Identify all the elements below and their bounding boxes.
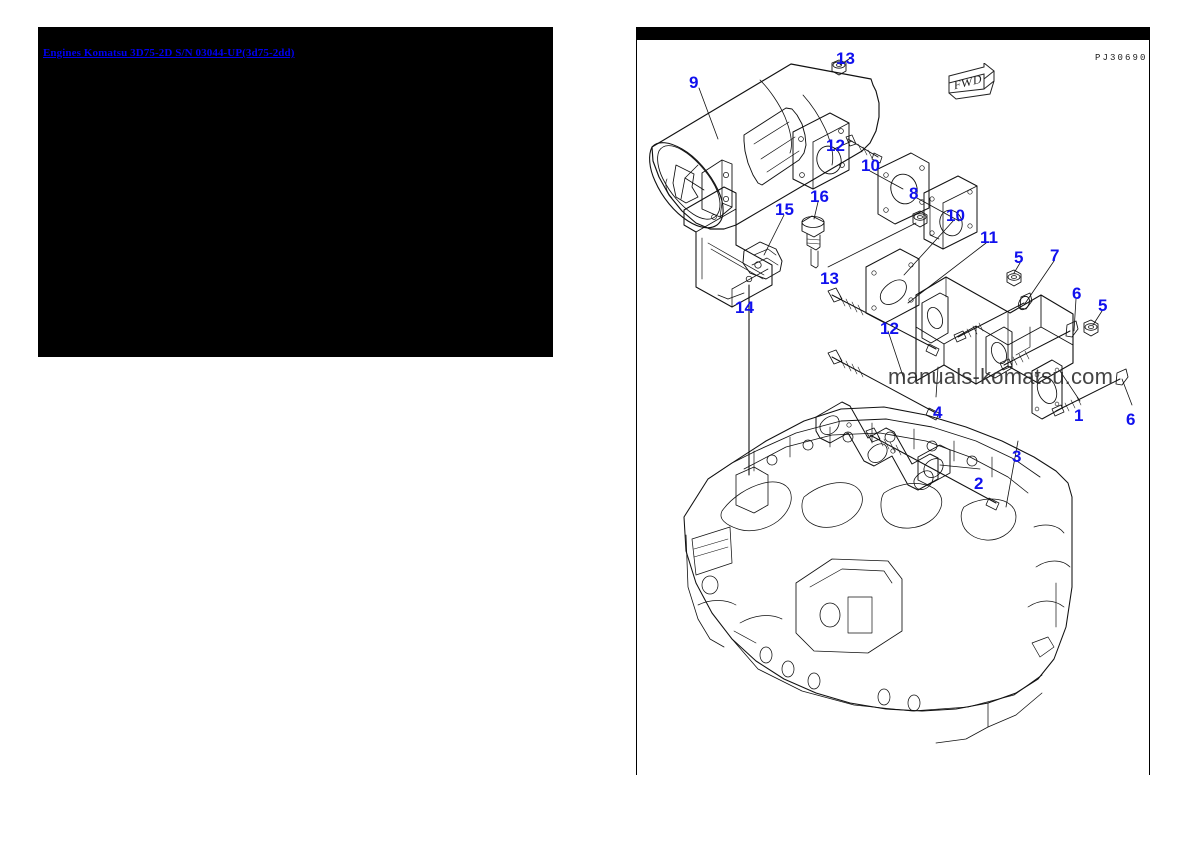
callout-5: 5 (1098, 296, 1108, 315)
stud-12-upper (845, 134, 883, 164)
frame-left-rule (636, 40, 638, 775)
connector-8 (923, 175, 978, 250)
callout-4: 4 (933, 403, 943, 422)
callout-14: 14 (735, 298, 754, 317)
stud-3 (865, 427, 1000, 511)
clamp-15 (742, 241, 783, 280)
muffler-outlet-flange (792, 112, 850, 190)
callout-10: 10 (861, 156, 880, 175)
callout-13: 13 (836, 49, 855, 68)
exploded-parts-drawing (636, 27, 1150, 775)
part-drawing-code: PJ30690 (1095, 53, 1148, 63)
callout-5: 5 (1014, 248, 1024, 267)
bolt-16 (801, 215, 825, 269)
callout-6: 6 (1072, 284, 1082, 303)
site-watermark: manuals-komatsu.com (888, 364, 1114, 389)
gasket-10-lower (865, 248, 920, 324)
gasket-10-upper (877, 152, 930, 225)
manifold-gasket-4 (815, 401, 939, 491)
document-title-link[interactable]: Engines Komatsu 3D75-2D S/N 03044-UP(3d7… (43, 47, 295, 59)
callout-8: 8 (909, 184, 919, 203)
callout-9: 9 (689, 73, 699, 92)
callout-16: 16 (810, 187, 829, 206)
bolt-7 (953, 292, 1033, 343)
fwd-orientation-badge: FWD (946, 61, 1006, 105)
callout-2: 2 (974, 474, 984, 493)
callout-1: 1 (1074, 406, 1084, 425)
callout-3: 3 (1012, 447, 1022, 466)
callout-11: 11 (980, 228, 998, 247)
frame-right-rule (1148, 40, 1150, 775)
callout-15: 15 (775, 200, 794, 219)
bracket-14 (683, 186, 773, 308)
stud-11 (827, 287, 940, 357)
callout-6: 6 (1126, 410, 1136, 429)
washer-5-lower (1083, 319, 1099, 337)
callout-12: 12 (880, 319, 899, 338)
callout-12: 12 (826, 136, 845, 155)
nut-13-middle (912, 210, 928, 228)
engine-block (683, 406, 1073, 744)
nut-13-upper (831, 59, 847, 76)
callout-7: 7 (1050, 246, 1060, 265)
callout-10: 10 (946, 206, 965, 225)
washer-5-upper (1006, 269, 1022, 287)
parts-diagram-frame: PJ30690 (636, 27, 1150, 775)
stud-12-long (827, 349, 940, 421)
exhaust-manifold-1 (915, 276, 1074, 420)
bolt-6-lower (1051, 368, 1129, 417)
title-panel: Engines Komatsu 3D75-2D S/N 03044-UP(3d7… (38, 27, 553, 357)
callout-13: 13 (820, 269, 839, 288)
gasket-2 (917, 444, 951, 486)
frame-top-bar (636, 27, 1150, 40)
